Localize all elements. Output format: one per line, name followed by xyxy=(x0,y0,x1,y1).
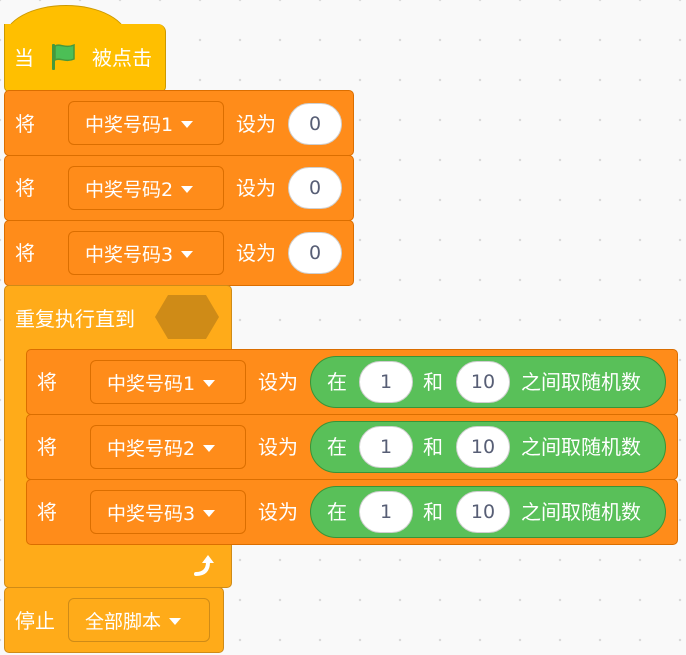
variable-name-3: 中奖号码3 xyxy=(85,243,174,266)
stop-label: 停止 xyxy=(15,609,55,633)
chevron-down-icon xyxy=(203,379,216,387)
pick-random-in-2: 在 xyxy=(327,435,347,459)
inner-set-verb-2: 将 xyxy=(37,435,57,459)
chevron-down-icon xyxy=(181,185,194,193)
inner-variable-name-3: 中奖号码3 xyxy=(107,502,196,525)
when-flag-clicked-block[interactable] xyxy=(4,24,166,92)
set-to-label-3: 设为 xyxy=(236,241,276,265)
set-verb-2: 将 xyxy=(15,176,35,200)
random-from-input-2[interactable]: 1 xyxy=(359,426,413,468)
variable-name-1: 中奖号码1 xyxy=(85,113,174,136)
inner-set-verb-1: 将 xyxy=(37,370,57,394)
loop-arrow-icon xyxy=(194,555,214,576)
set-verb-3: 将 xyxy=(15,241,35,265)
inner-variable-dropdown-3[interactable]: 中奖号码3 xyxy=(90,490,246,534)
pick-random-and-3: 和 xyxy=(423,500,443,524)
pick-random-label-1: 之间取随机数 xyxy=(521,370,641,394)
random-to-input-1[interactable]: 10 xyxy=(456,361,510,403)
value-input-3[interactable]: 0 xyxy=(288,232,342,274)
pick-random-label-3: 之间取随机数 xyxy=(521,500,641,524)
chevron-down-icon xyxy=(169,617,182,625)
set-to-label-2: 设为 xyxy=(236,176,276,200)
condition-slot[interactable] xyxy=(154,294,220,340)
random-from-input-3[interactable]: 1 xyxy=(359,491,413,533)
chevron-down-icon xyxy=(181,120,194,128)
pick-random-in-3: 在 xyxy=(327,500,347,524)
inner-set-to-1: 设为 xyxy=(258,370,298,394)
inner-set-verb-3: 将 xyxy=(37,500,57,524)
stop-option-value: 全部脚本 xyxy=(85,610,162,633)
chevron-down-icon xyxy=(181,250,194,258)
inner-variable-dropdown-2[interactable]: 中奖号码2 xyxy=(90,425,246,469)
random-to-input-2[interactable]: 10 xyxy=(456,426,510,468)
value-input-1[interactable]: 0 xyxy=(288,103,342,145)
inner-set-to-2: 设为 xyxy=(258,435,298,459)
random-to-input-3[interactable]: 10 xyxy=(456,491,510,533)
clicked-label: 被点击 xyxy=(92,46,152,70)
green-flag-icon xyxy=(52,43,75,70)
pick-random-and-1: 和 xyxy=(423,370,443,394)
variable-dropdown-2[interactable]: 中奖号码2 xyxy=(68,166,224,210)
set-to-label-1: 设为 xyxy=(236,112,276,136)
set-verb-1: 将 xyxy=(15,112,35,136)
pick-random-in-1: 在 xyxy=(327,370,347,394)
inner-variable-dropdown-1[interactable]: 中奖号码1 xyxy=(90,360,246,404)
when-label: 当 xyxy=(14,46,34,70)
repeat-until-label: 重复执行直到 xyxy=(15,307,135,331)
random-from-input-1[interactable]: 1 xyxy=(359,361,413,403)
stop-option-dropdown[interactable]: 全部脚本 xyxy=(68,598,210,642)
variable-dropdown-3[interactable]: 中奖号码3 xyxy=(68,231,224,275)
inner-set-to-3: 设为 xyxy=(258,500,298,524)
variable-dropdown-1[interactable]: 中奖号码1 xyxy=(68,101,224,145)
inner-variable-name-1: 中奖号码1 xyxy=(107,372,196,395)
variable-name-2: 中奖号码2 xyxy=(85,178,174,201)
value-input-2[interactable]: 0 xyxy=(288,167,342,209)
inner-variable-name-2: 中奖号码2 xyxy=(107,437,196,460)
chevron-down-icon xyxy=(203,444,216,452)
pick-random-label-2: 之间取随机数 xyxy=(521,435,641,459)
chevron-down-icon xyxy=(203,509,216,517)
pick-random-and-2: 和 xyxy=(423,435,443,459)
